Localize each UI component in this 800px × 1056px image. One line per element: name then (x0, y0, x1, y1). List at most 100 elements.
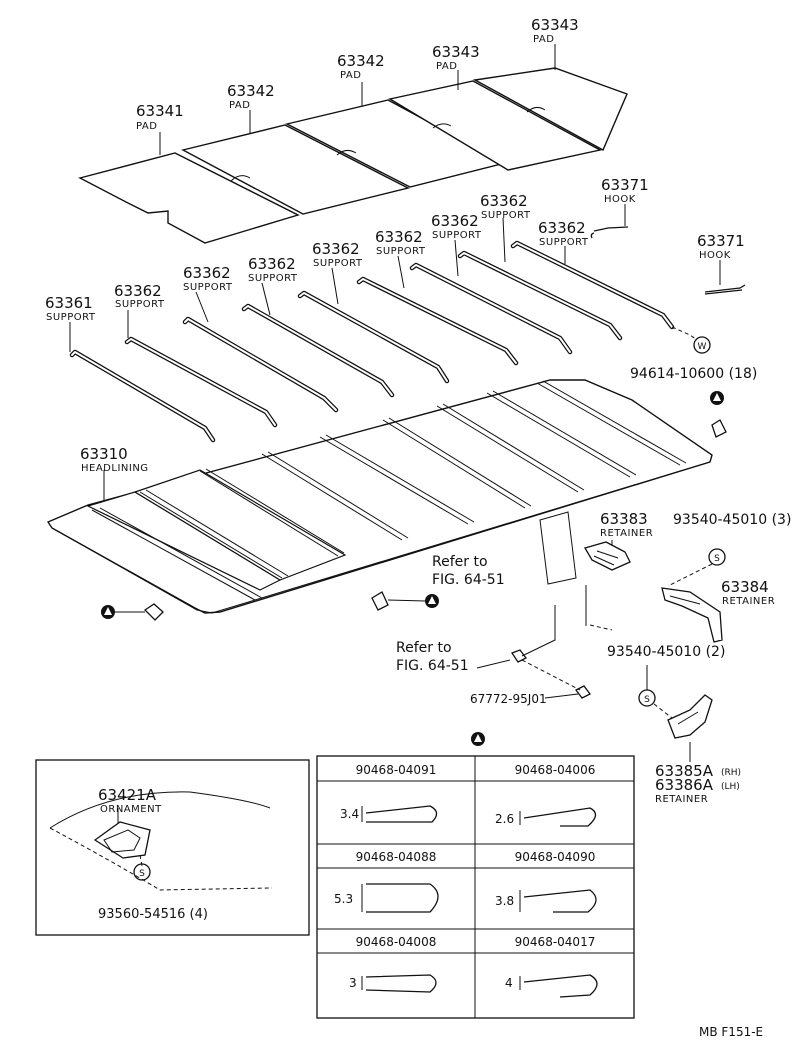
s-part-number-3: 93540-45010 (3) (673, 512, 791, 528)
support-rod-3 (182, 316, 339, 413)
roof-pads (78, 67, 628, 244)
support-63362-num-2: 63362 (183, 264, 231, 282)
table-dim-2: 2.6 (495, 812, 514, 826)
clip-table (316, 755, 635, 1019)
headlining-name: HEADLINING (81, 463, 149, 474)
support-63362-name-7: SUPPORT (481, 210, 531, 221)
w-marker: W (693, 336, 711, 354)
hooks (590, 204, 746, 341)
part-labels: 63341 PAD 63342 PAD 63342 PAD 63343 PAD … (45, 16, 791, 1039)
pad-63342-name-1: PAD (229, 100, 250, 111)
retainer-63383-name: RETAINER (600, 528, 653, 539)
table-part-5: 90468-04008 (356, 935, 437, 949)
retainer-lh-tag: (LH) (721, 782, 740, 792)
pad-leaders (159, 44, 556, 155)
retainer-63384-num: 63384 (721, 578, 769, 596)
clip-part-number: 67772-95J01 (470, 692, 547, 706)
pad-63343-num-2: 63343 (531, 16, 579, 34)
support-63362-name-6: SUPPORT (432, 230, 482, 241)
support-rods (69, 240, 675, 443)
s-part-number-2: 93540-45010 (2) (607, 644, 725, 660)
table-dim-3: 5.3 (334, 892, 353, 906)
pad-63342-num-1: 63342 (227, 82, 275, 100)
support-63362-name-5: SUPPORT (376, 246, 426, 257)
table-dim-6: 4 (505, 976, 513, 990)
clip-sketch-1 (365, 805, 438, 823)
support-63362-num-3: 63362 (248, 255, 296, 273)
support-63362-num-1: 63362 (114, 282, 162, 300)
svg-text:S: S (139, 869, 145, 879)
table-part-3: 90468-04088 (356, 850, 437, 864)
support-leaders (69, 217, 566, 352)
headlining-num: 63310 (80, 445, 128, 463)
figure-code: MB F151-E (699, 1025, 763, 1039)
clip-sketch-2 (523, 807, 597, 827)
hook-63371-name-2: HOOK (699, 250, 731, 261)
hook-63371-name-1: HOOK (604, 194, 636, 205)
ornament-inset: S (35, 759, 310, 936)
ornament-num: 63421A (98, 786, 157, 804)
ornament-name: ORNAMENT (100, 804, 162, 815)
support-63362-name-4: SUPPORT (313, 258, 363, 269)
refer-to-1-line1: Refer to (432, 554, 488, 570)
retainer-63383-num: 63383 (600, 510, 648, 528)
retainer-63386a-num: 63386A (655, 776, 714, 794)
clip-sketch-6 (523, 974, 598, 998)
pad-63343-shape-1 (388, 80, 602, 171)
clip-sketch-5 (365, 974, 437, 993)
clip-sketch-3 (366, 883, 439, 913)
support-63362-num-6: 63362 (431, 212, 479, 230)
support-rod-1 (69, 349, 216, 443)
w-marker-text: W (698, 342, 707, 352)
table-dim-5: 3 (349, 976, 357, 990)
clip-sketch-4 (523, 889, 597, 913)
table-part-1: 90468-04091 (356, 763, 437, 777)
support-rod-5 (297, 290, 450, 384)
support-63362-name-3: SUPPORT (248, 273, 298, 284)
support-63361-name: SUPPORT (46, 312, 96, 323)
refer-lines (476, 585, 613, 699)
headlining (46, 379, 713, 614)
table-dim-1: 3.4 (340, 807, 359, 821)
pad-63342-name-2: PAD (340, 70, 361, 81)
w-part-number: 94614-10600 (18) (630, 366, 757, 382)
support-63361-num: 63361 (45, 294, 93, 312)
table-part-2: 90468-04006 (515, 763, 596, 777)
pad-63341-num: 63341 (136, 102, 184, 120)
support-63362-name-8: SUPPORT (539, 237, 589, 248)
refer-to-2-line2: FIG. 64-51 (396, 658, 469, 674)
support-rod-6 (356, 276, 519, 366)
table-part-4: 90468-04090 (515, 850, 596, 864)
pad-63341-name: PAD (136, 121, 157, 132)
pad-63341-shape (78, 152, 300, 244)
pad-63343-num-1: 63343 (432, 43, 480, 61)
support-rod-4 (241, 303, 395, 398)
support-rod-8 (457, 250, 623, 341)
support-63362-name-2: SUPPORT (183, 282, 233, 293)
retainer-rh-tag: (RH) (721, 768, 741, 778)
support-63362-num-7: 63362 (480, 192, 528, 210)
support-63362-num-5: 63362 (375, 228, 423, 246)
support-63362-num-8: 63362 (538, 219, 586, 237)
refer-to-1-line2: FIG. 64-51 (432, 572, 505, 588)
pad-63343-name-1: PAD (436, 61, 457, 72)
table-part-6: 90468-04017 (515, 935, 596, 949)
pad-63342-shape-1 (181, 124, 410, 215)
retainer-63385a-name: RETAINER (655, 794, 708, 805)
support-rod-7 (409, 262, 573, 355)
retainers: S S (584, 540, 726, 762)
retainer-63385a-num: 63385A (655, 762, 714, 780)
hook-63371-num-1: 63371 (601, 176, 649, 194)
support-rod-9 (510, 240, 675, 330)
ornament-screw-number: 93560-54516 (4) (98, 907, 208, 922)
pad-63343-name-2: PAD (533, 34, 554, 45)
support-63362-name-1: SUPPORT (115, 299, 165, 310)
refer-to-2-line1: Refer to (396, 640, 452, 656)
pad-63342-num-2: 63342 (337, 52, 385, 70)
table-dim-4: 3.8 (495, 894, 514, 908)
hook-63371-num-2: 63371 (697, 232, 745, 250)
svg-text:S: S (714, 554, 720, 564)
retainer-63384-name: RETAINER (722, 596, 775, 607)
